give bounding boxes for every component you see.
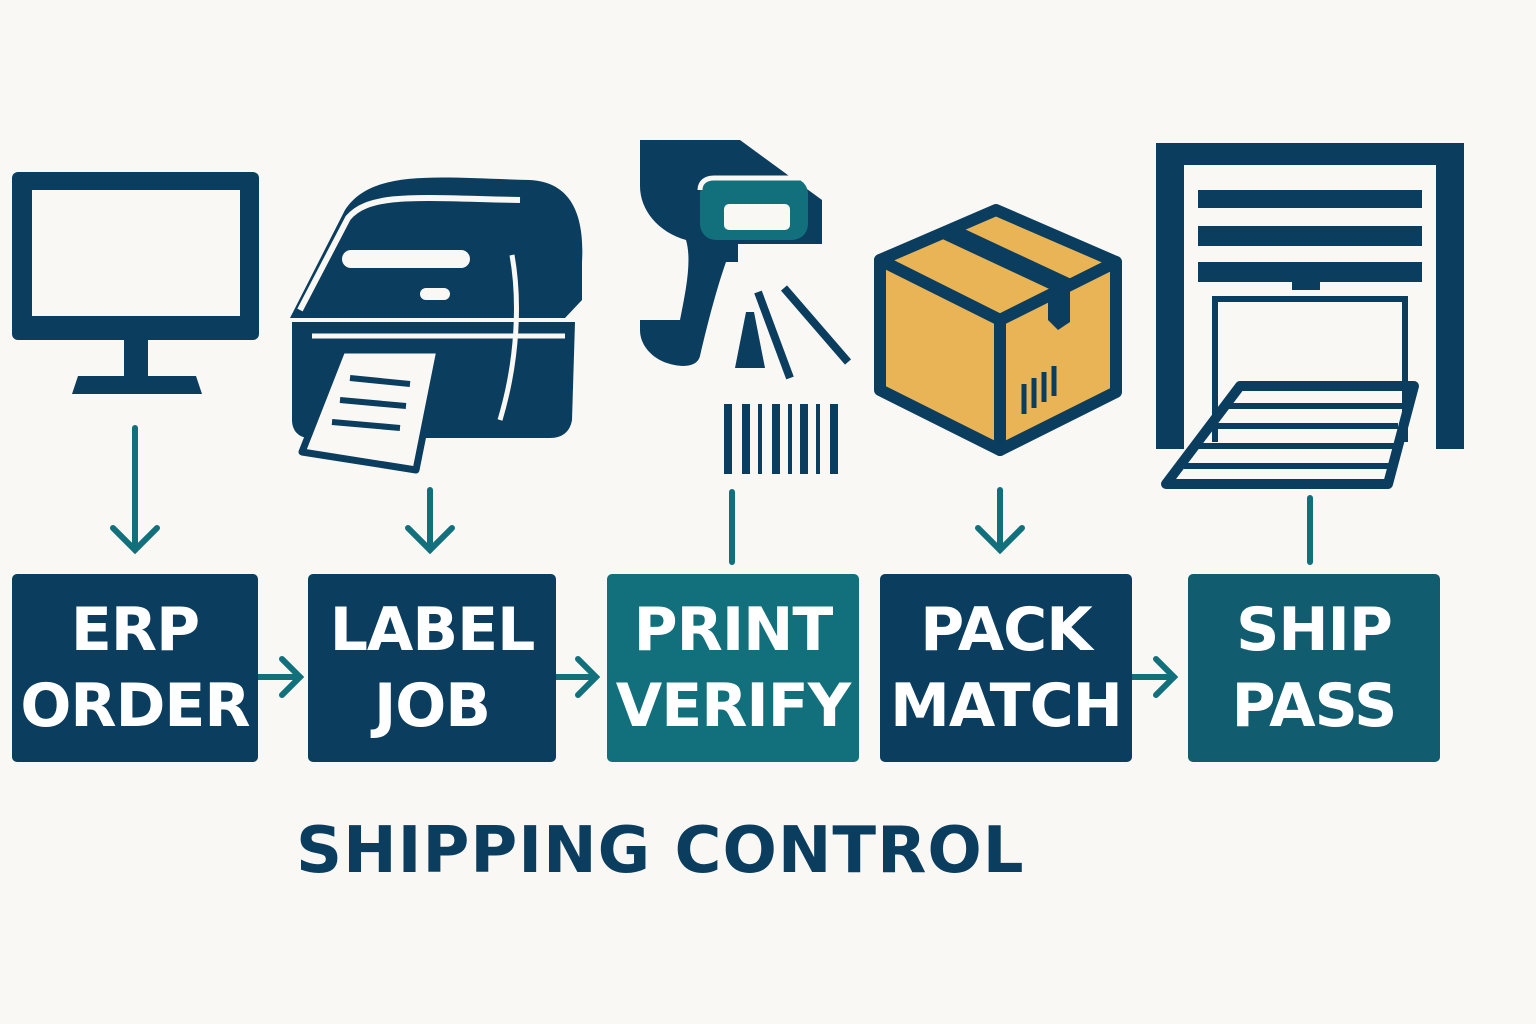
barcode-scanner-icon [640,140,852,380]
step-label-line2: ORDER [20,671,250,741]
right-arrow [255,656,305,698]
monitor-icon [12,172,259,394]
step-box-erp-order: ERP ORDER [12,574,258,762]
step-label-line1: PACK [920,595,1092,665]
label-printer-icon [290,177,583,474]
step-label-line1: LABEL [329,595,536,665]
diagram-title: SHIPPING CONTROL [296,814,1025,888]
loading-dock-icon [1156,143,1464,489]
step-label-line1: PRINT [633,595,834,665]
step-box-print-verify: PRINT VERIFY [607,574,859,762]
step-box-ship-pass: SHIP PASS [1188,574,1440,762]
step-label-line1: SHIP [1236,595,1393,665]
step-label-line1: ERP [70,595,200,665]
package-box-icon [874,204,1122,456]
barcode-icon [724,404,838,474]
step-label-line2: JOB [373,671,491,741]
step-label-line2: PASS [1231,671,1398,741]
right-arrow [553,656,601,698]
down-arrow [405,487,455,555]
step-box-label-job: LABEL JOB [308,574,556,762]
right-arrow [1129,656,1179,698]
step-label-line2: MATCH [890,671,1123,741]
step-label-line2: VERIFY [615,671,851,741]
down-arrow [975,487,1025,555]
down-arrow [110,425,160,555]
step-box-pack-match: PACK MATCH [880,574,1132,762]
